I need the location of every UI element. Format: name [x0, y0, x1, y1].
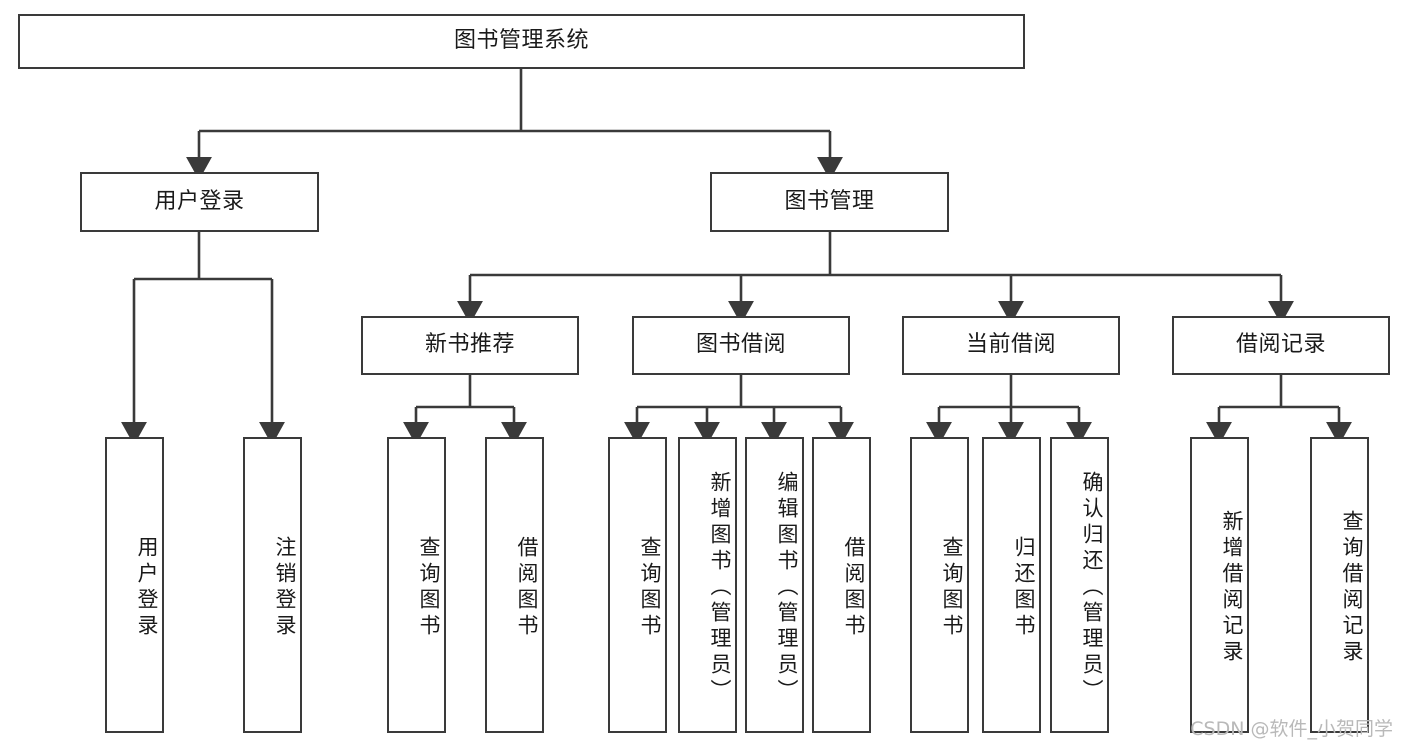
node-current-borrow[interactable]: 当前借阅: [902, 316, 1120, 375]
csdn-watermark: CSDN @软件_小贺同学: [1190, 718, 1393, 740]
leaf-query-book-current[interactable]: 查询图书: [910, 437, 969, 733]
node-book-management[interactable]: 图书管理: [710, 172, 949, 232]
leaf-confirm-return-admin[interactable]: 确认归还（管理员）: [1050, 437, 1109, 733]
leaf-query-borrow-record[interactable]: 查询借阅记录: [1310, 437, 1369, 733]
leaf-add-borrow-record[interactable]: 新增借阅记录: [1190, 437, 1249, 733]
node-new-book-recommend[interactable]: 新书推荐: [361, 316, 579, 375]
node-borrow-record[interactable]: 借阅记录: [1172, 316, 1390, 375]
leaf-query-book-recommend[interactable]: 查询图书: [387, 437, 446, 733]
leaf-logout-login[interactable]: 注销登录: [243, 437, 302, 733]
node-user-login[interactable]: 用户登录: [80, 172, 319, 232]
leaf-query-book-borrow[interactable]: 查询图书: [608, 437, 667, 733]
leaf-borrow-book-recommend[interactable]: 借阅图书: [485, 437, 544, 733]
leaf-edit-book-admin[interactable]: 编辑图书（管理员）: [745, 437, 804, 733]
node-book-borrow[interactable]: 图书借阅: [632, 316, 850, 375]
leaf-add-book-admin[interactable]: 新增图书（管理员）: [678, 437, 737, 733]
node-root-system[interactable]: 图书管理系统: [18, 14, 1025, 69]
leaf-user-login[interactable]: 用户登录: [105, 437, 164, 733]
leaf-return-book[interactable]: 归还图书: [982, 437, 1041, 733]
leaf-borrow-book[interactable]: 借阅图书: [812, 437, 871, 733]
